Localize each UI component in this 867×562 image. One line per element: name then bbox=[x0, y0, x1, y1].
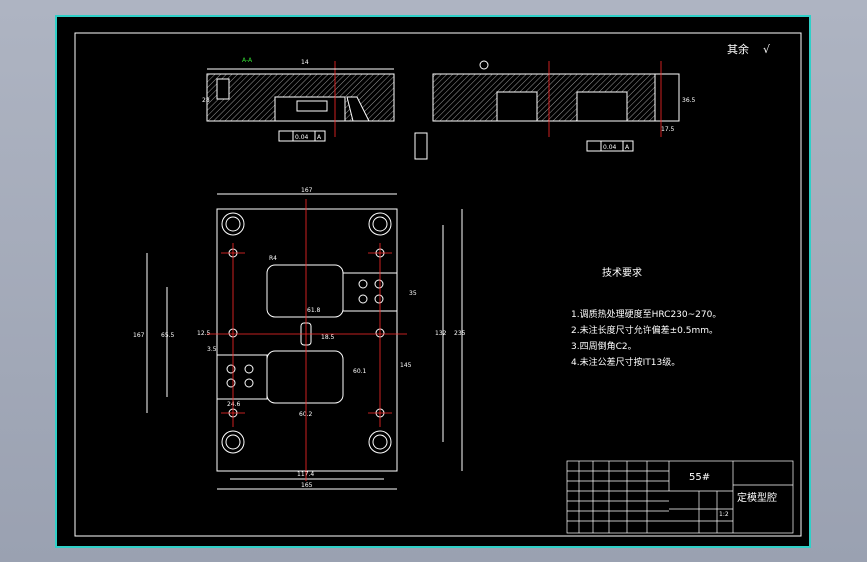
title-block-frame bbox=[566, 460, 794, 534]
guide-hole-bl bbox=[221, 430, 245, 454]
dim-cavity-h: 60.1 bbox=[353, 368, 367, 375]
roughness-symbol: √ bbox=[763, 43, 771, 56]
plan-view: 167 167 117.4 165 132 235 145 65.5 12.5 bbox=[133, 187, 466, 490]
dim-center-left2: 65.5 bbox=[161, 332, 175, 339]
flatness-value-2: 0.04 bbox=[603, 144, 617, 151]
dim-center-mid: 18.5 bbox=[321, 334, 335, 341]
tech-title: 技术要求 bbox=[602, 266, 642, 279]
section-slot bbox=[216, 78, 230, 100]
datum-label: A bbox=[317, 134, 322, 141]
dim-side-height: 28 bbox=[202, 97, 210, 104]
cavity-lower bbox=[266, 350, 344, 404]
requirement-2: 2.未注长度尺寸允许偏差±0.5mm。 bbox=[571, 324, 718, 336]
section-view-left: 28 14 A-A 0.04 A bbox=[202, 57, 395, 142]
dim-small2: 24.6 bbox=[227, 401, 241, 408]
dim-small: 3.5 bbox=[207, 346, 217, 353]
dim-side-top: 14 bbox=[301, 59, 309, 66]
part-name: 定模型腔 bbox=[737, 491, 777, 504]
plate-outline bbox=[216, 208, 398, 472]
section2-end bbox=[654, 73, 680, 122]
flatness-value: 0.04 bbox=[295, 134, 309, 141]
dim-right-outer: 235 bbox=[454, 330, 466, 337]
requirement-1: 1.调质热处理硬度至HRC230~270。 bbox=[571, 308, 721, 320]
dim-right-inner: 132 bbox=[435, 330, 447, 337]
section-inner bbox=[296, 100, 328, 112]
dim-slot: 35 bbox=[409, 290, 417, 297]
dim-left-height: 167 bbox=[133, 332, 145, 339]
title-block: 55# 定模型腔 1:2 bbox=[566, 460, 794, 534]
dim-top-width: 167 bbox=[301, 187, 313, 194]
cavity-upper bbox=[266, 264, 344, 318]
tech-requirements: 技术要求 1.调质热处理硬度至HRC230~270。 2.未注长度尺寸允许偏差±… bbox=[571, 266, 721, 368]
section-runner bbox=[346, 96, 370, 122]
dim-bottom-outer: 165 bbox=[301, 482, 313, 489]
flatness-box-2 bbox=[586, 140, 634, 152]
dim-right-mid: 145 bbox=[400, 362, 412, 369]
sheet-border bbox=[74, 32, 802, 537]
dim-right-bot: 17.5 bbox=[661, 126, 675, 133]
guide-hole-tr bbox=[368, 212, 392, 236]
side-slot-right bbox=[342, 272, 398, 312]
section2-cavity-right bbox=[576, 91, 628, 122]
section2-cavity-left bbox=[496, 91, 538, 122]
guide-hole-tl bbox=[221, 212, 245, 236]
requirement-3: 3.四周倒角C2。 bbox=[571, 340, 637, 352]
sheet-no: 1:2 bbox=[719, 511, 729, 518]
datum-label-2: A bbox=[625, 144, 630, 151]
roughness-note: 其余 bbox=[727, 42, 749, 56]
dim-center-left: 12.5 bbox=[197, 330, 211, 337]
requirement-4: 4.未注公差尺寸按IT13级。 bbox=[571, 356, 680, 368]
section-label-a: A-A bbox=[242, 57, 253, 64]
drawing-canvas: 其余 √ 28 14 A-A 0.04 A 36.5 17.5 bbox=[74, 32, 802, 537]
side-slot-left bbox=[216, 354, 268, 400]
dim-right-top: 36.5 bbox=[682, 97, 696, 104]
material: 55# bbox=[689, 472, 710, 483]
datum-box-vertical bbox=[414, 132, 428, 160]
section-view-right: 36.5 17.5 0.04 A bbox=[414, 60, 696, 160]
r-label: R4 bbox=[269, 255, 277, 262]
dim-cavity-top: 61.8 bbox=[307, 307, 321, 314]
cad-viewport[interactable]: 其余 √ 28 14 A-A 0.04 A 36.5 17.5 bbox=[55, 15, 811, 548]
section-marker bbox=[479, 60, 489, 70]
guide-hole-br bbox=[368, 430, 392, 454]
flatness-box bbox=[278, 130, 326, 142]
